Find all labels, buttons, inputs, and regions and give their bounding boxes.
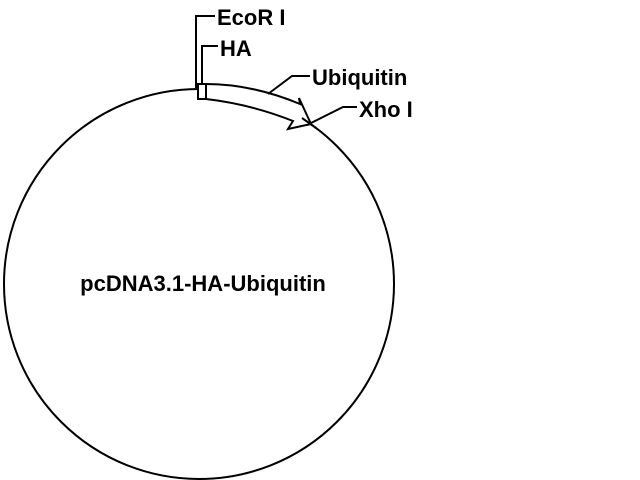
ubiquitin-arrow-feature xyxy=(205,82,313,131)
ha-tag-segment xyxy=(197,83,207,100)
ecor1-site-leader xyxy=(195,15,215,88)
ecor1-label: EcoR I xyxy=(217,5,285,30)
xho1-label: Xho I xyxy=(359,97,413,122)
xho1-leader xyxy=(308,106,357,125)
ha-label: HA xyxy=(220,36,252,61)
plasmid-name-label: pcDNA3.1-HA-Ubiquitin xyxy=(80,271,326,296)
ubiquitin-leader xyxy=(267,75,310,95)
ubiquitin-label: Ubiquitin xyxy=(312,65,407,90)
ha-leader xyxy=(201,45,218,84)
